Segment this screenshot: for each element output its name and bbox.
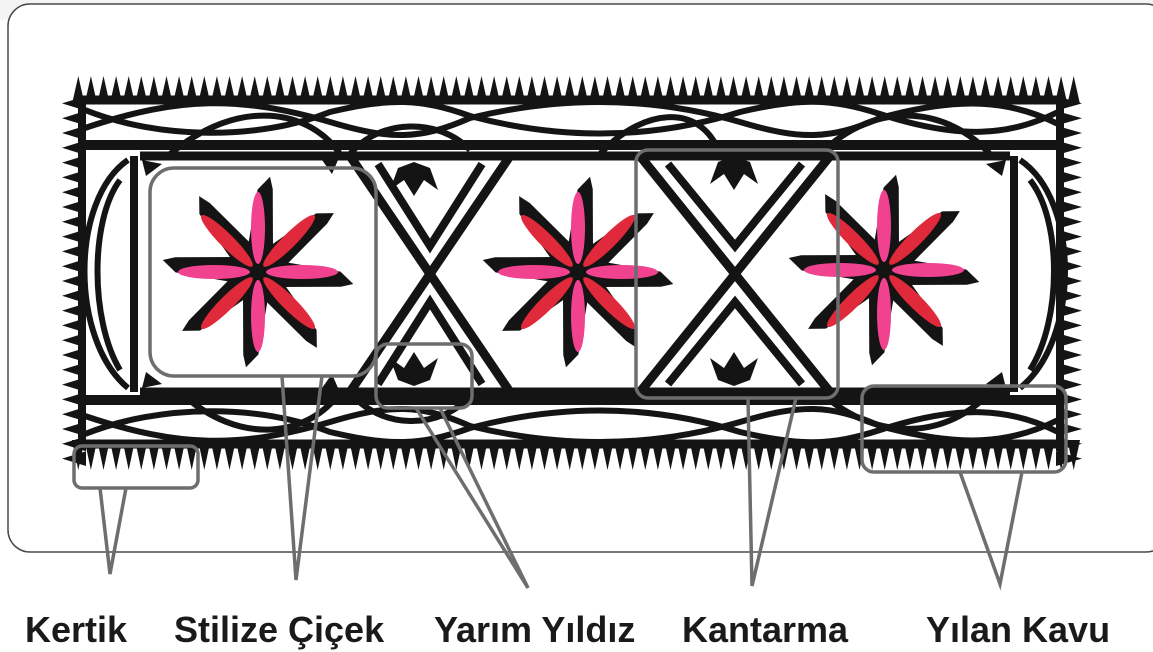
label-kantarma: Kantarma [682, 609, 849, 650]
label-yarim-yildiz: Yarım Yıldız [434, 609, 635, 650]
label-kertik: Kertik [25, 609, 128, 650]
label-stilize-cicek: Stilize Çiçek [174, 609, 385, 650]
labels: Kertik Stilize Çiçek Yarım Yıldız Kantar… [25, 609, 1110, 650]
label-yilan-kavu: Yılan Kavu [926, 609, 1110, 650]
